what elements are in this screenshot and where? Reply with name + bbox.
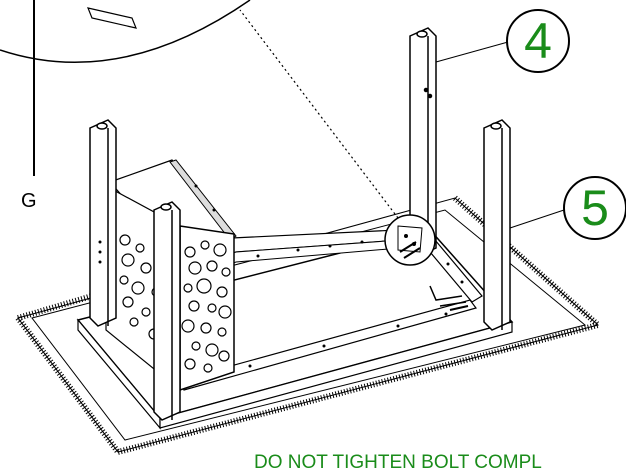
leg-5-icon [89, 119, 511, 421]
warning-text: DO NOT TIGHTEN BOLT COMPL [254, 452, 542, 473]
leader-line-4 [435, 41, 509, 63]
callout-part-5: 5 [563, 176, 626, 240]
callout-part-4: 4 [506, 9, 570, 73]
part-label-g: G [21, 190, 37, 212]
callout-number: 4 [524, 13, 552, 69]
callout-number: 5 [581, 180, 609, 236]
projection-line [239, 9, 399, 219]
leader-line-5 [509, 209, 565, 229]
detail-circle-g [0, 0, 251, 176]
leg-4-icon [409, 27, 437, 257]
detail-magnifier-icon [384, 214, 436, 266]
allen-key-icon [429, 285, 467, 307]
bolt-icon [449, 305, 469, 311]
